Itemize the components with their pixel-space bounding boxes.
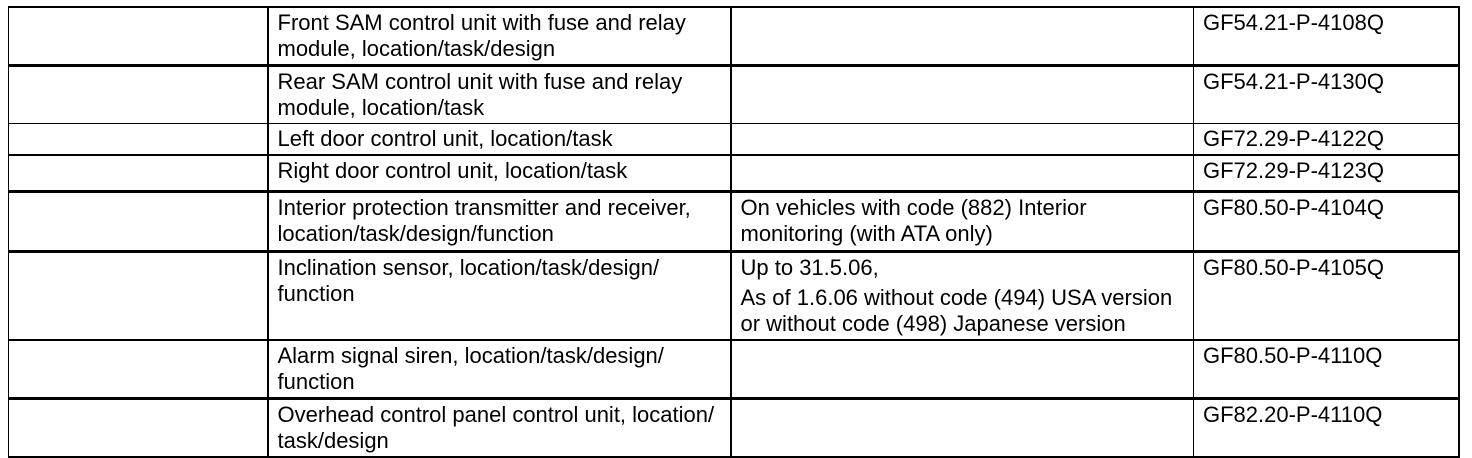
code-cell: GF82.20-P-4110Q: [1193, 398, 1460, 458]
note-line: monitoring (with ATA only): [740, 220, 993, 246]
description-cell: Rear SAM control unit with fuse and rela…: [267, 65, 732, 124]
note-cell: On vehicles with code (882) Interior mon…: [730, 191, 1194, 253]
document-code: GF80.50-P-4105Q: [1203, 254, 1384, 280]
document-code: GF54.21-P-4130Q: [1203, 69, 1384, 94]
table-row: Inclination sensor, location/task/design…: [8, 251, 1460, 341]
document-code: GF82.20-P-4110Q: [1203, 402, 1383, 427]
spacer-cell: [8, 398, 269, 458]
spacer-cell: [8, 339, 269, 400]
description-cell: Alarm signal siren, location/task/design…: [267, 339, 732, 400]
table-row: Left door control unit, location/task GF…: [8, 123, 1460, 156]
description-line: Front SAM control unit with fuse and rel…: [277, 10, 686, 35]
description-cell: Right door control unit, location/task: [267, 155, 732, 193]
spacer-cell: [8, 123, 269, 156]
note-line: As of 1.6.06 without code (494) USA vers…: [740, 284, 1173, 310]
note-cell: [730, 123, 1194, 156]
code-cell: GF54.21-P-4130Q: [1193, 65, 1460, 124]
description-line: location/task/design/function: [277, 220, 554, 246]
code-cell: GF72.29-P-4123Q: [1193, 155, 1460, 193]
code-cell: GF80.50-P-4105Q: [1193, 251, 1460, 341]
table-row: Interior protection transmitter and rece…: [8, 191, 1460, 253]
description-line: task/design: [277, 428, 389, 453]
table-row: Rear SAM control unit with fuse and rela…: [8, 65, 1460, 124]
note-line: On vehicles with code (882) Interior: [740, 194, 1087, 220]
description-line: function: [277, 280, 355, 306]
document-code: GF54.21-P-4108Q: [1203, 10, 1384, 35]
table-row: Right door control unit, location/task G…: [8, 155, 1460, 193]
note-cell: [730, 7, 1194, 67]
code-cell: GF80.50-P-4110Q: [1193, 339, 1460, 400]
description-cell: Front SAM control unit with fuse and rel…: [267, 7, 732, 67]
note-line: or without code (498) Japanese version: [740, 310, 1126, 336]
table-row: Alarm signal siren, location/task/design…: [8, 339, 1460, 400]
spacer-cell: [8, 251, 269, 341]
note-cell: [730, 339, 1194, 400]
description-line: Alarm signal siren, location/task/design…: [277, 342, 664, 368]
document-code: GF80.50-P-4104Q: [1203, 194, 1384, 220]
note-cell: [730, 65, 1194, 124]
document-code: GF72.29-P-4123Q: [1203, 158, 1384, 183]
note-cell: Up to 31.5.06, As of 1.6.06 without code…: [730, 251, 1194, 341]
description-line: module, location/task/design: [277, 36, 556, 61]
description-line: function: [277, 368, 355, 394]
code-cell: GF80.50-P-4104Q: [1193, 191, 1460, 253]
document-code: GF80.50-P-4110Q: [1203, 342, 1383, 368]
spacer-cell: [8, 155, 269, 193]
code-cell: GF54.21-P-4108Q: [1193, 7, 1460, 67]
table-row: Front SAM control unit with fuse and rel…: [8, 7, 1460, 67]
code-cell: GF72.29-P-4122Q: [1193, 123, 1460, 156]
description-cell: Interior protection transmitter and rece…: [267, 191, 732, 253]
description-line: Left door control unit, location/task: [277, 126, 613, 151]
note-line: Up to 31.5.06,: [740, 254, 879, 280]
spacer-cell: [8, 7, 269, 67]
note-cell: [730, 155, 1194, 193]
spacer-cell: [8, 191, 269, 253]
document-links-table: Front SAM control unit with fuse and rel…: [8, 6, 1460, 458]
note-cell: [730, 398, 1194, 458]
spacer-cell: [8, 65, 269, 124]
description-line: module, location/task: [277, 95, 485, 120]
description-line: Rear SAM control unit with fuse and rela…: [277, 69, 683, 94]
table-row: Overhead control panel control unit, loc…: [8, 398, 1460, 458]
description-line: Right door control unit, location/task: [277, 158, 628, 183]
description-cell: Overhead control panel control unit, loc…: [267, 398, 732, 458]
description-line: Overhead control panel control unit, loc…: [277, 402, 715, 427]
description-cell: Left door control unit, location/task: [267, 123, 732, 156]
description-cell: Inclination sensor, location/task/design…: [267, 251, 732, 341]
description-line: Inclination sensor, location/task/design…: [277, 254, 660, 280]
document-code: GF72.29-P-4122Q: [1203, 126, 1384, 151]
description-line: Interior protection transmitter and rece…: [277, 194, 691, 220]
